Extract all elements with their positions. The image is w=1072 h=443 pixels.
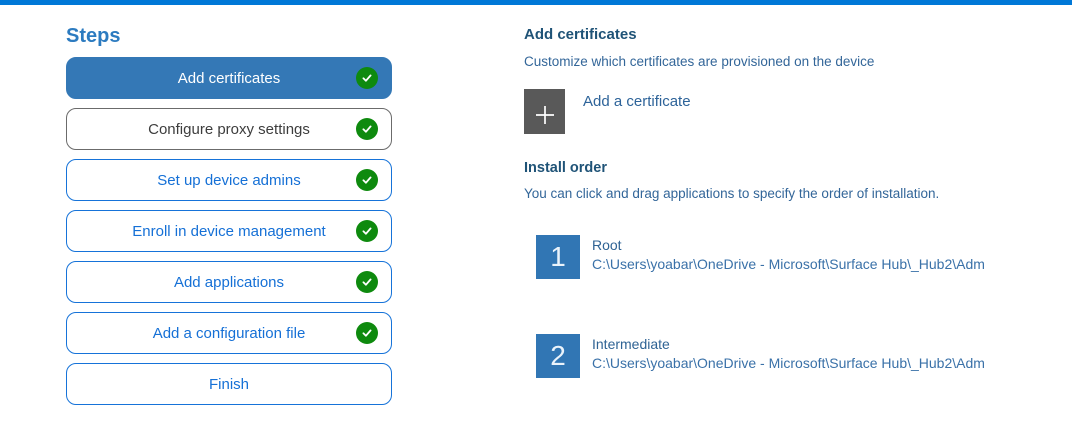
step-button-finish[interactable]: Finish [66,363,392,405]
step-button-set-up-device-admins[interactable]: Set up device admins [66,159,392,201]
step-label: Set up device admins [157,171,301,189]
step-label: Add applications [173,273,285,291]
check-icon [356,118,378,140]
certificate-info: Intermediate C:\Users\yoabar\OneDrive - … [592,334,985,373]
step-button-add-a-configuration-file[interactable]: Add a configuration file [66,312,392,354]
step-button-add-applications[interactable]: Add applications [66,261,392,303]
add-certificate-button[interactable]: Add a certificate [524,89,754,134]
install-order-description: You can click and drag applications to s… [524,186,940,201]
certificate-name: Root [592,237,622,253]
install-order-heading: Install order [524,160,607,176]
order-number-tile: 2 [536,334,580,378]
steps-list: Add certificates Configure proxy setting… [66,57,392,405]
step-button-add-certificates[interactable]: Add certificates [66,57,392,99]
content-panel: Add certificates Customize which certifi… [524,26,1072,433]
steps-panel: Steps Add certificates Configure proxy s… [66,24,392,405]
page-subtitle: Customize which certificates are provisi… [524,54,875,69]
check-icon [356,322,378,344]
plus-icon [524,89,565,134]
order-number-tile: 1 [536,235,580,279]
step-label: Add a configuration file [152,324,306,342]
top-accent-bar [0,0,1072,5]
step-label: Finish [208,375,249,393]
install-order-item-intermediate[interactable]: 2 Intermediate C:\Users\yoabar\OneDrive … [536,334,1056,378]
certificate-name: Intermediate [592,336,670,352]
install-order-item-root[interactable]: 1 Root C:\Users\yoabar\OneDrive - Micros… [536,235,1056,279]
certificate-info: Root C:\Users\yoabar\OneDrive - Microsof… [592,235,985,274]
step-label: Add certificates [177,69,281,87]
check-icon [356,220,378,242]
check-icon [356,67,378,89]
certificate-path: C:\Users\yoabar\OneDrive - Microsoft\Sur… [592,256,985,272]
certificate-path: C:\Users\yoabar\OneDrive - Microsoft\Sur… [592,355,985,371]
step-label: Configure proxy settings [148,120,310,138]
step-button-enroll-in-device-management[interactable]: Enroll in device management [66,210,392,252]
step-label: Enroll in device management [132,222,326,240]
add-certificate-label: Add a certificate [583,93,691,110]
check-icon [356,169,378,191]
step-button-configure-proxy-settings[interactable]: Configure proxy settings [66,108,392,150]
steps-heading: Steps [66,25,121,47]
check-icon [356,271,378,293]
page-title: Add certificates [524,26,637,43]
